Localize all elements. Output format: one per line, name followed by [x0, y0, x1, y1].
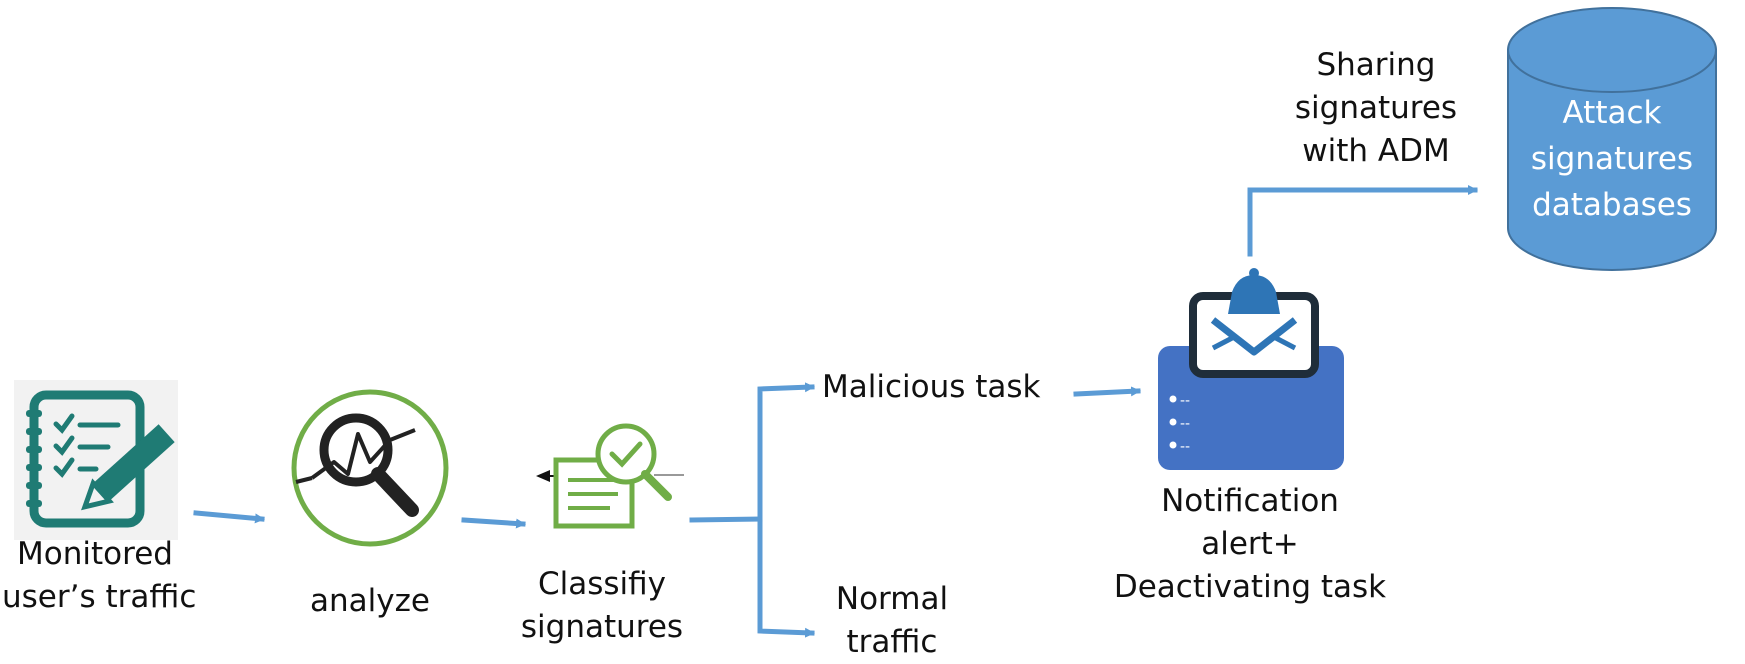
arrow-malicious-to-notification: [1073, 386, 1141, 397]
bell-envelope-notification-icon: -- -- --: [1158, 268, 1344, 470]
arrow-to-normal: [757, 516, 815, 638]
database-label: Attack signatures databases: [1508, 90, 1716, 228]
monitored-traffic-label: Monitored user’s traffic: [2, 533, 197, 619]
label-line: Monitored: [17, 536, 173, 572]
malicious-task-label: Malicious task: [822, 366, 1062, 409]
label-line: analyze: [310, 583, 430, 619]
panel-bullets: [1169, 395, 1177, 449]
label-line: user’s traffic: [2, 579, 197, 615]
label-line: Attack: [1562, 95, 1662, 131]
label-line: with ADM: [1302, 133, 1450, 169]
panel-bullet-text: --: [1180, 416, 1190, 432]
arrow-analyze-to-classify: [461, 517, 526, 529]
arrow-to-malicious: [757, 382, 815, 522]
arrow-notification-to-database: [1247, 185, 1478, 257]
label-line: signatures: [1294, 90, 1458, 126]
normal-traffic-label: Normal traffic: [812, 578, 972, 664]
panel-bullet-text: --: [1180, 393, 1190, 409]
label-line: databases: [1532, 187, 1692, 223]
label-line: traffic: [846, 624, 938, 660]
checklist-pencil-icon: [14, 380, 178, 540]
panel-bullet-text: --: [1180, 439, 1190, 455]
document-search-check-icon: [536, 423, 684, 529]
label-line: Classifiy: [537, 566, 667, 602]
label-line: Normal: [835, 581, 949, 617]
label-line: signatures: [1530, 141, 1694, 177]
notification-label: Notification alert+ Deactivating task: [1110, 480, 1390, 609]
database-cylinder-icon: [1507, 7, 1717, 271]
magnifier-analysis-icon: [291, 389, 449, 547]
label-line: alert+: [1201, 526, 1299, 562]
label-line: signatures: [520, 609, 684, 645]
label-line: Malicious task: [822, 369, 1041, 405]
classify-signatures-label: Classifiy signatures: [512, 563, 692, 649]
label-line: Notification: [1161, 483, 1339, 519]
label-line: Sharing: [1316, 47, 1436, 83]
label-line: Deactivating task: [1113, 569, 1387, 605]
arrow-classify-split: [689, 516, 763, 523]
arrow-monitor-to-analyze: [193, 510, 265, 524]
analyze-label: analyze: [284, 580, 456, 623]
sharing-signatures-label: Sharing signatures with ADM: [1266, 44, 1486, 173]
